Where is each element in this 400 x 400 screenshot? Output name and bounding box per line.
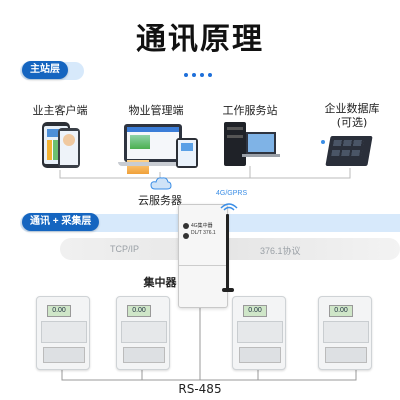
phone-back-icon [58, 128, 80, 168]
meter-2: 0.00 [116, 296, 170, 370]
meter-screen: 0.00 [329, 305, 353, 317]
tablet-icon [176, 138, 198, 168]
meter-3: 0.00 [232, 296, 286, 370]
work-laptop-base [242, 154, 280, 157]
enterprise-db-label: 企业数据库 [324, 102, 380, 115]
antenna-icon [226, 214, 229, 290]
network-band [60, 238, 400, 260]
meter-screen: 0.00 [47, 305, 71, 317]
section-comm-label: 通讯 + 采集层 [22, 213, 100, 231]
meter-screen: 0.00 [243, 305, 267, 317]
meter-4: 0.00 [318, 296, 372, 370]
tcp-ip-label: TCP/IP [110, 244, 140, 254]
page-title: 通讯原理 [136, 22, 264, 57]
meter-screen: 0.00 [127, 305, 151, 317]
cloud-server-label: 云服务器 [138, 194, 182, 207]
protocol-label: 376.1协议 [260, 246, 301, 256]
rs485-label: RS-485 [178, 382, 222, 396]
device-text-1: 4G集中器 [191, 223, 213, 229]
status-led-icon [321, 140, 325, 144]
wifi-signal-icon [220, 203, 238, 211]
laptop-icon [124, 124, 182, 174]
signal-led-icon [183, 233, 189, 239]
decorative-dots [184, 64, 216, 77]
device-text-2: DL/T 376.1 [191, 230, 216, 236]
property-client-label: 物业管理端 [128, 104, 184, 117]
concentrator-device: 4G集中器 DL/T 376.1 [178, 204, 228, 308]
concentrator-label: 集中器 [143, 276, 177, 289]
laptop-base [118, 162, 188, 166]
work-server-label: 工作服务站 [222, 104, 278, 117]
server-tower-icon [224, 122, 246, 166]
section-master-label: 主站层 [22, 61, 68, 79]
power-led-icon [183, 223, 189, 229]
antenna-base [222, 288, 234, 292]
signal-label: 4G/GPRS [216, 190, 248, 197]
owner-client-label: 业主客户端 [32, 104, 88, 117]
work-laptop-icon [246, 132, 276, 154]
cloud-icon [150, 176, 172, 190]
enterprise-db-note: (可选) [336, 116, 368, 129]
meter-1: 0.00 [36, 296, 90, 370]
